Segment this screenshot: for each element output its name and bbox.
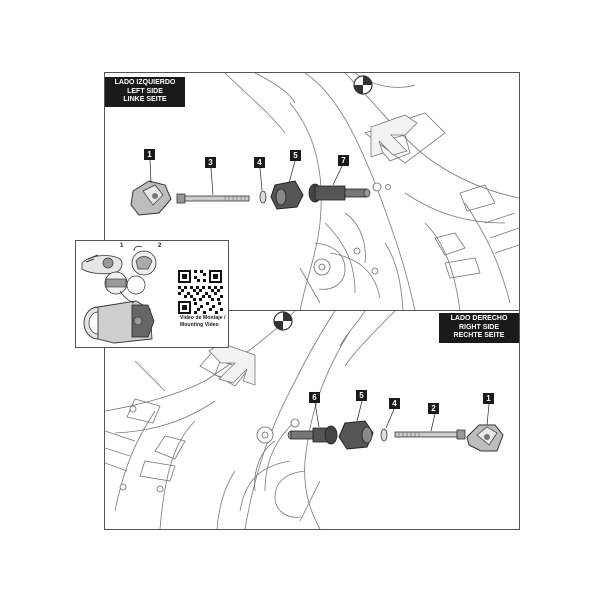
part-4-washer — [259, 190, 267, 204]
part-5-spacer — [270, 180, 304, 210]
detail-drawing — [81, 245, 223, 344]
part-1-slider-cap — [130, 180, 172, 216]
mounting-video-caption: Video de Montaje / Mounting Video — [180, 315, 226, 329]
right-side-title-de: RECHTE SEITE — [453, 332, 505, 339]
right-callout-4: 4 — [389, 398, 400, 409]
right-callout-1: 1 — [483, 393, 494, 404]
left-side-title-es: LADO IZQUIERDO — [114, 79, 176, 86]
video-caption-en: Mounting Video — [180, 322, 219, 328]
left-side-title: LADO IZQUIERDO LEFT SIDE LINKE SEITE — [105, 77, 185, 107]
detail-inset: 1 2 Video de Montaje / Mounting Video — [75, 240, 229, 348]
left-callout-5: 5 — [290, 150, 301, 161]
right-callout-5: 5 — [356, 390, 367, 401]
part-3-long-bolt — [176, 193, 250, 204]
part-4-washer — [380, 428, 388, 442]
part-6-adapter — [287, 425, 338, 445]
step-1-detail — [81, 254, 123, 275]
right-side-motorcycle-drawing — [105, 311, 504, 529]
part-7-adapter — [308, 183, 371, 203]
video-caption-es: Video de Montaje / — [180, 315, 226, 321]
left-callout-4: 4 — [254, 157, 265, 168]
left-callout-3: 3 — [205, 157, 216, 168]
left-callout-1: 1 — [144, 149, 155, 160]
left-callout-7: 7 — [338, 155, 349, 166]
step-2-detail — [131, 245, 157, 276]
left-side-motorcycle-drawing — [130, 73, 519, 311]
part-2-long-bolt — [394, 429, 466, 440]
left-side-title-en: LEFT SIDE — [127, 87, 163, 95]
left-side-title-de: LINKE SEITE — [123, 96, 167, 103]
assembly-detail — [83, 271, 155, 344]
inset-step-2-label: 2 — [158, 243, 162, 249]
inset-step-1-label: 1 — [120, 243, 124, 249]
right-callout-2: 2 — [428, 403, 439, 414]
right-side-title: LADO DERECHO RIGHT SIDE RECHTE SEITE — [439, 313, 519, 343]
part-1-slider-cap — [466, 424, 504, 452]
right-side-title-es: LADO DERECHO — [450, 315, 508, 322]
right-callout-6: 6 — [309, 392, 320, 403]
part-5-spacer — [338, 420, 374, 450]
right-side-title-en: RIGHT SIDE — [458, 323, 500, 331]
qr-code — [177, 269, 223, 315]
